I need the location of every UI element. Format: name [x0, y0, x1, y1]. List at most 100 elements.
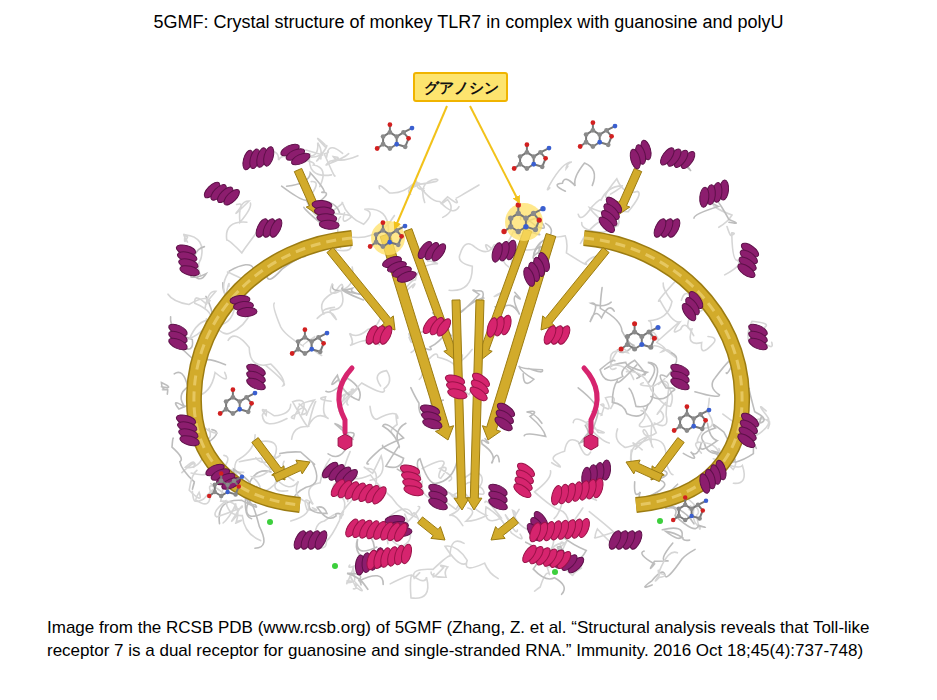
polyu-backbone: [584, 368, 597, 432]
coil: [161, 383, 168, 395]
helix-turn: [736, 261, 758, 280]
coil: [449, 244, 494, 291]
alpha-helix: [399, 463, 424, 498]
atom: [613, 124, 618, 129]
atom: [375, 146, 380, 151]
coil: [317, 284, 343, 320]
atom: [394, 134, 399, 139]
coil: [557, 163, 594, 191]
beta-strand: [418, 517, 446, 540]
beta-sheet-arc: [584, 238, 742, 505]
coil: [382, 423, 405, 467]
atom: [689, 507, 693, 511]
helix-turn: [167, 336, 189, 353]
alpha-helix: [312, 200, 340, 230]
atom: [547, 146, 552, 151]
beta-sheet-arc: [194, 238, 352, 505]
atom: [303, 351, 308, 356]
atom: [219, 471, 223, 475]
beta-strand: [273, 460, 310, 482]
atom: [591, 128, 596, 133]
helix-turn: [220, 475, 242, 492]
atom: [533, 227, 538, 232]
alpha-helix: [202, 180, 242, 208]
coil: [168, 291, 216, 308]
atom: [525, 166, 530, 171]
atom: [696, 503, 700, 507]
helix-turn: [736, 431, 758, 450]
atom: [296, 347, 301, 352]
alpha-helix: [736, 411, 761, 451]
atom: [685, 428, 690, 433]
atom: [394, 142, 399, 147]
beta-sheet-arc-shine: [194, 238, 352, 505]
atom: [606, 142, 611, 147]
ligand-molecule: [375, 122, 415, 151]
helix-turn: [597, 214, 618, 235]
beta-strand: [404, 229, 458, 360]
highlight-halo: [371, 221, 405, 255]
atom: [584, 140, 589, 145]
atom: [652, 336, 657, 341]
atom: [237, 484, 241, 488]
ligand-molecule: [672, 404, 712, 433]
guanosine-molecule: [368, 220, 408, 255]
atom: [671, 518, 675, 522]
coil: [524, 411, 546, 436]
alpha-helix: [736, 241, 761, 281]
coil: [600, 288, 633, 353]
beta-strand: [467, 300, 484, 510]
atom: [394, 228, 399, 233]
alpha-helix: [416, 239, 449, 263]
atom: [707, 408, 712, 413]
coil: [662, 528, 689, 540]
alpha-helix: [698, 459, 728, 494]
helix-turn: [542, 324, 559, 346]
atom: [240, 475, 244, 479]
alpha-helix: [419, 403, 443, 431]
helix-turn: [628, 148, 642, 170]
atom: [597, 132, 602, 137]
atom: [516, 229, 521, 234]
atom: [225, 490, 229, 494]
alpha-helix: [628, 139, 653, 170]
helix-turn: [392, 521, 410, 543]
atom: [625, 334, 630, 339]
beta-sheet-arc-shine: [584, 238, 742, 505]
helix-turn: [468, 384, 490, 403]
alpha-helix: [444, 373, 468, 401]
alpha-helix: [254, 217, 285, 239]
ion: [332, 563, 338, 569]
helix-turn: [680, 301, 699, 323]
atom: [410, 126, 415, 131]
alpha-helix: [343, 517, 410, 543]
atom: [374, 232, 379, 237]
atom: [508, 216, 513, 221]
beta-strand: [478, 229, 532, 360]
alpha-helix: [699, 180, 729, 208]
alpha-helix: [487, 482, 509, 513]
callout-box: グアノシン: [413, 72, 508, 102]
atom: [225, 483, 229, 487]
atom: [231, 387, 236, 392]
atom: [231, 395, 236, 400]
title: 5GMF: Crystal structure of monkey TLR7 i…: [0, 12, 937, 33]
atom: [632, 321, 637, 326]
alpha-helix: [427, 482, 449, 513]
atom: [632, 329, 637, 334]
atom: [691, 416, 696, 421]
atom: [388, 122, 393, 127]
atom: [231, 411, 236, 416]
atom: [244, 395, 249, 400]
alpha-helix: [597, 195, 625, 235]
atom: [501, 229, 506, 234]
atom: [683, 503, 687, 507]
alpha-helix: [365, 543, 413, 571]
coil: [370, 406, 398, 435]
coil: [482, 439, 500, 464]
coil: [390, 575, 428, 598]
ion: [657, 518, 663, 524]
atom: [516, 202, 521, 207]
atom: [698, 412, 703, 417]
